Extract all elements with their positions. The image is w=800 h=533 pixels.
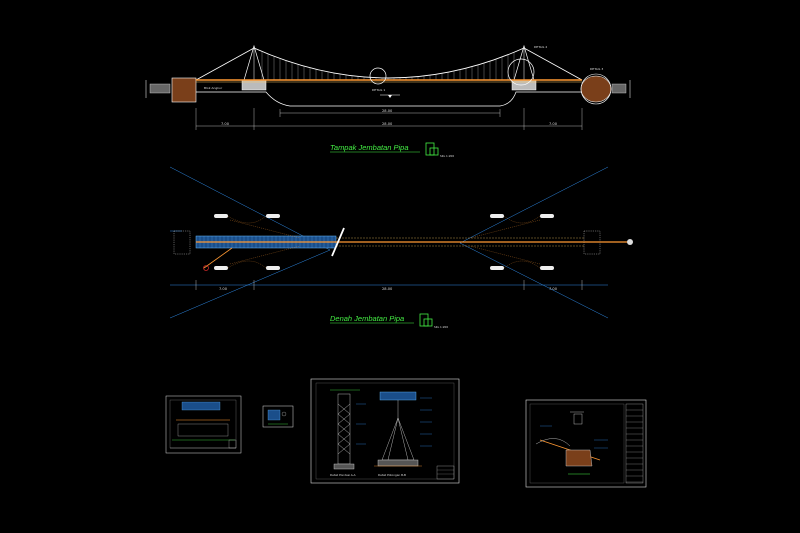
plan-dimensions — [195, 280, 583, 290]
elevation-dimensions — [195, 108, 583, 130]
dim-plan-center: 28.00 — [382, 287, 393, 291]
main-suspension-cable — [253, 47, 525, 79]
right-anchor-block — [580, 75, 612, 103]
plan-left-abutment — [173, 230, 191, 255]
plan-cable-anchors — [214, 214, 554, 270]
dim-plan-right: 7.00 — [549, 287, 558, 291]
detail-sheet-b[interactable] — [262, 405, 294, 428]
detail-3-label: DETAIL 3 — [590, 67, 603, 71]
detail-3-circle — [580, 73, 612, 105]
plan-scale: SKL 1:200 — [434, 325, 448, 329]
plan-view: 7.00 28.00 7.00 Denah Jembatan Pipa SKL … — [169, 166, 633, 329]
detail-2-circle — [507, 58, 535, 86]
dim-elev-right: 7.00 — [549, 122, 558, 126]
detail-1-circle — [369, 67, 387, 85]
dim-plan-left: 7.00 — [219, 287, 228, 291]
sheet-c-caption-left: Detail Pondasi A-A — [330, 473, 356, 477]
detail-1-label: DETAIL 1 — [372, 88, 385, 92]
anchor-label: Blok Angkur — [204, 86, 223, 90]
detail-sheet-c[interactable]: Detail Pondasi A-A Detail Potongan B-B — [310, 378, 460, 484]
dim-elev-total: 28.00 — [382, 122, 393, 126]
river-profile — [196, 91, 582, 107]
plan-title: Denah Jembatan Pipa — [330, 314, 404, 323]
elevation-title: Tampak Jembatan Pipa — [330, 143, 409, 152]
dim-elev-left: 7.00 — [221, 122, 230, 126]
sheet-c-caption-right: Detail Potongan B-B — [378, 473, 406, 477]
elevation-view: DETAIL 1 DETAIL 2 DETAIL 3 Blok Angkur 2… — [145, 44, 631, 158]
elevation-scale: SKL 1:200 — [440, 154, 454, 158]
detail-sheet-d[interactable] — [525, 399, 647, 488]
dim-elev-upper: 28.00 — [382, 109, 393, 113]
left-anchor-block — [171, 77, 197, 103]
detail-2-label: DETAIL 2 — [534, 45, 547, 49]
detail-sheet-a[interactable] — [165, 395, 242, 454]
